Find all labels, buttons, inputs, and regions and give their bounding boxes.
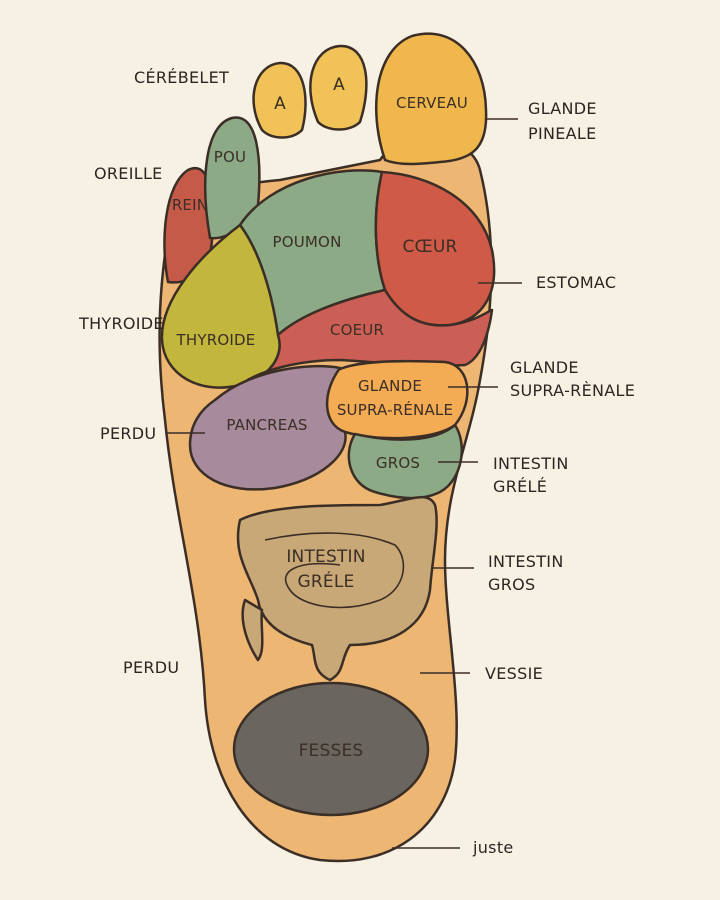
label-perdu-upper: PERDU [100, 424, 156, 443]
label-intestin-grele-2: GRÉLÉ [493, 477, 547, 496]
label-intestin-gros-1: INTESTIN [488, 552, 564, 571]
label-intestin-gros-2: GROS [488, 575, 535, 594]
zone-cerveau [375, 32, 488, 166]
label-vessie: VESSIE [485, 664, 543, 683]
zone-label-thyroide: THYROIDE [176, 331, 256, 349]
label-glande-pineale-2: PINEALE [528, 124, 597, 143]
label-glande-pineale-1: GLANDE [528, 99, 597, 118]
zone-label-intestin-1: INTESTIN [286, 547, 365, 567]
zone-pancreas [188, 364, 347, 491]
toe-a2 [309, 44, 368, 131]
label-perdu-lower: PERDU [123, 658, 179, 677]
zone-label-fesses: FESSES [299, 741, 364, 761]
toe-a1 [252, 61, 307, 139]
label-thyroide: THYROIDE [78, 314, 164, 333]
zone-label-gros: GROS [376, 454, 420, 472]
zone-label-coeur-upper: CŒUR [402, 237, 457, 257]
zone-glande-supra [321, 359, 469, 440]
zone-label-pancreas: PANCREAS [226, 416, 307, 434]
zone-gros [347, 423, 463, 500]
zone-thyroide [160, 223, 281, 389]
zone-label-pou: POU [214, 148, 246, 166]
zone-label-a2: A [333, 75, 345, 95]
zone-fesses [232, 681, 430, 817]
label-intestin-grele-1: INTESTIN [493, 454, 569, 473]
zone-label-a1: A [274, 94, 286, 114]
zone-label-glande-supra-2: SUPRA-RÉNALE [337, 400, 453, 419]
label-juste: juste [472, 838, 514, 857]
zone-label-cerveau: CERVEAU [396, 94, 468, 112]
label-cerebelet: CÉRÉBELET [134, 68, 229, 87]
zone-label-intestin-2: GRÉLE [298, 570, 355, 592]
zone-intestin [236, 495, 438, 682]
zone-label-poumon: POUMON [272, 233, 341, 251]
intestin-tail [241, 598, 264, 662]
zone-label-rein: REIN [172, 196, 208, 214]
label-glande-supra-2: SUPRA-RÈNALE [510, 381, 635, 400]
label-glande-supra-1: GLANDE [510, 358, 579, 377]
label-estomac: ESTOMAC [536, 273, 616, 292]
label-oreille: OREILLE [94, 164, 163, 183]
zone-label-glande-supra-1: GLANDE [358, 377, 422, 395]
intestin-coil-inner [264, 532, 405, 609]
zone-label-coeur-lower: COEUR [330, 321, 384, 339]
